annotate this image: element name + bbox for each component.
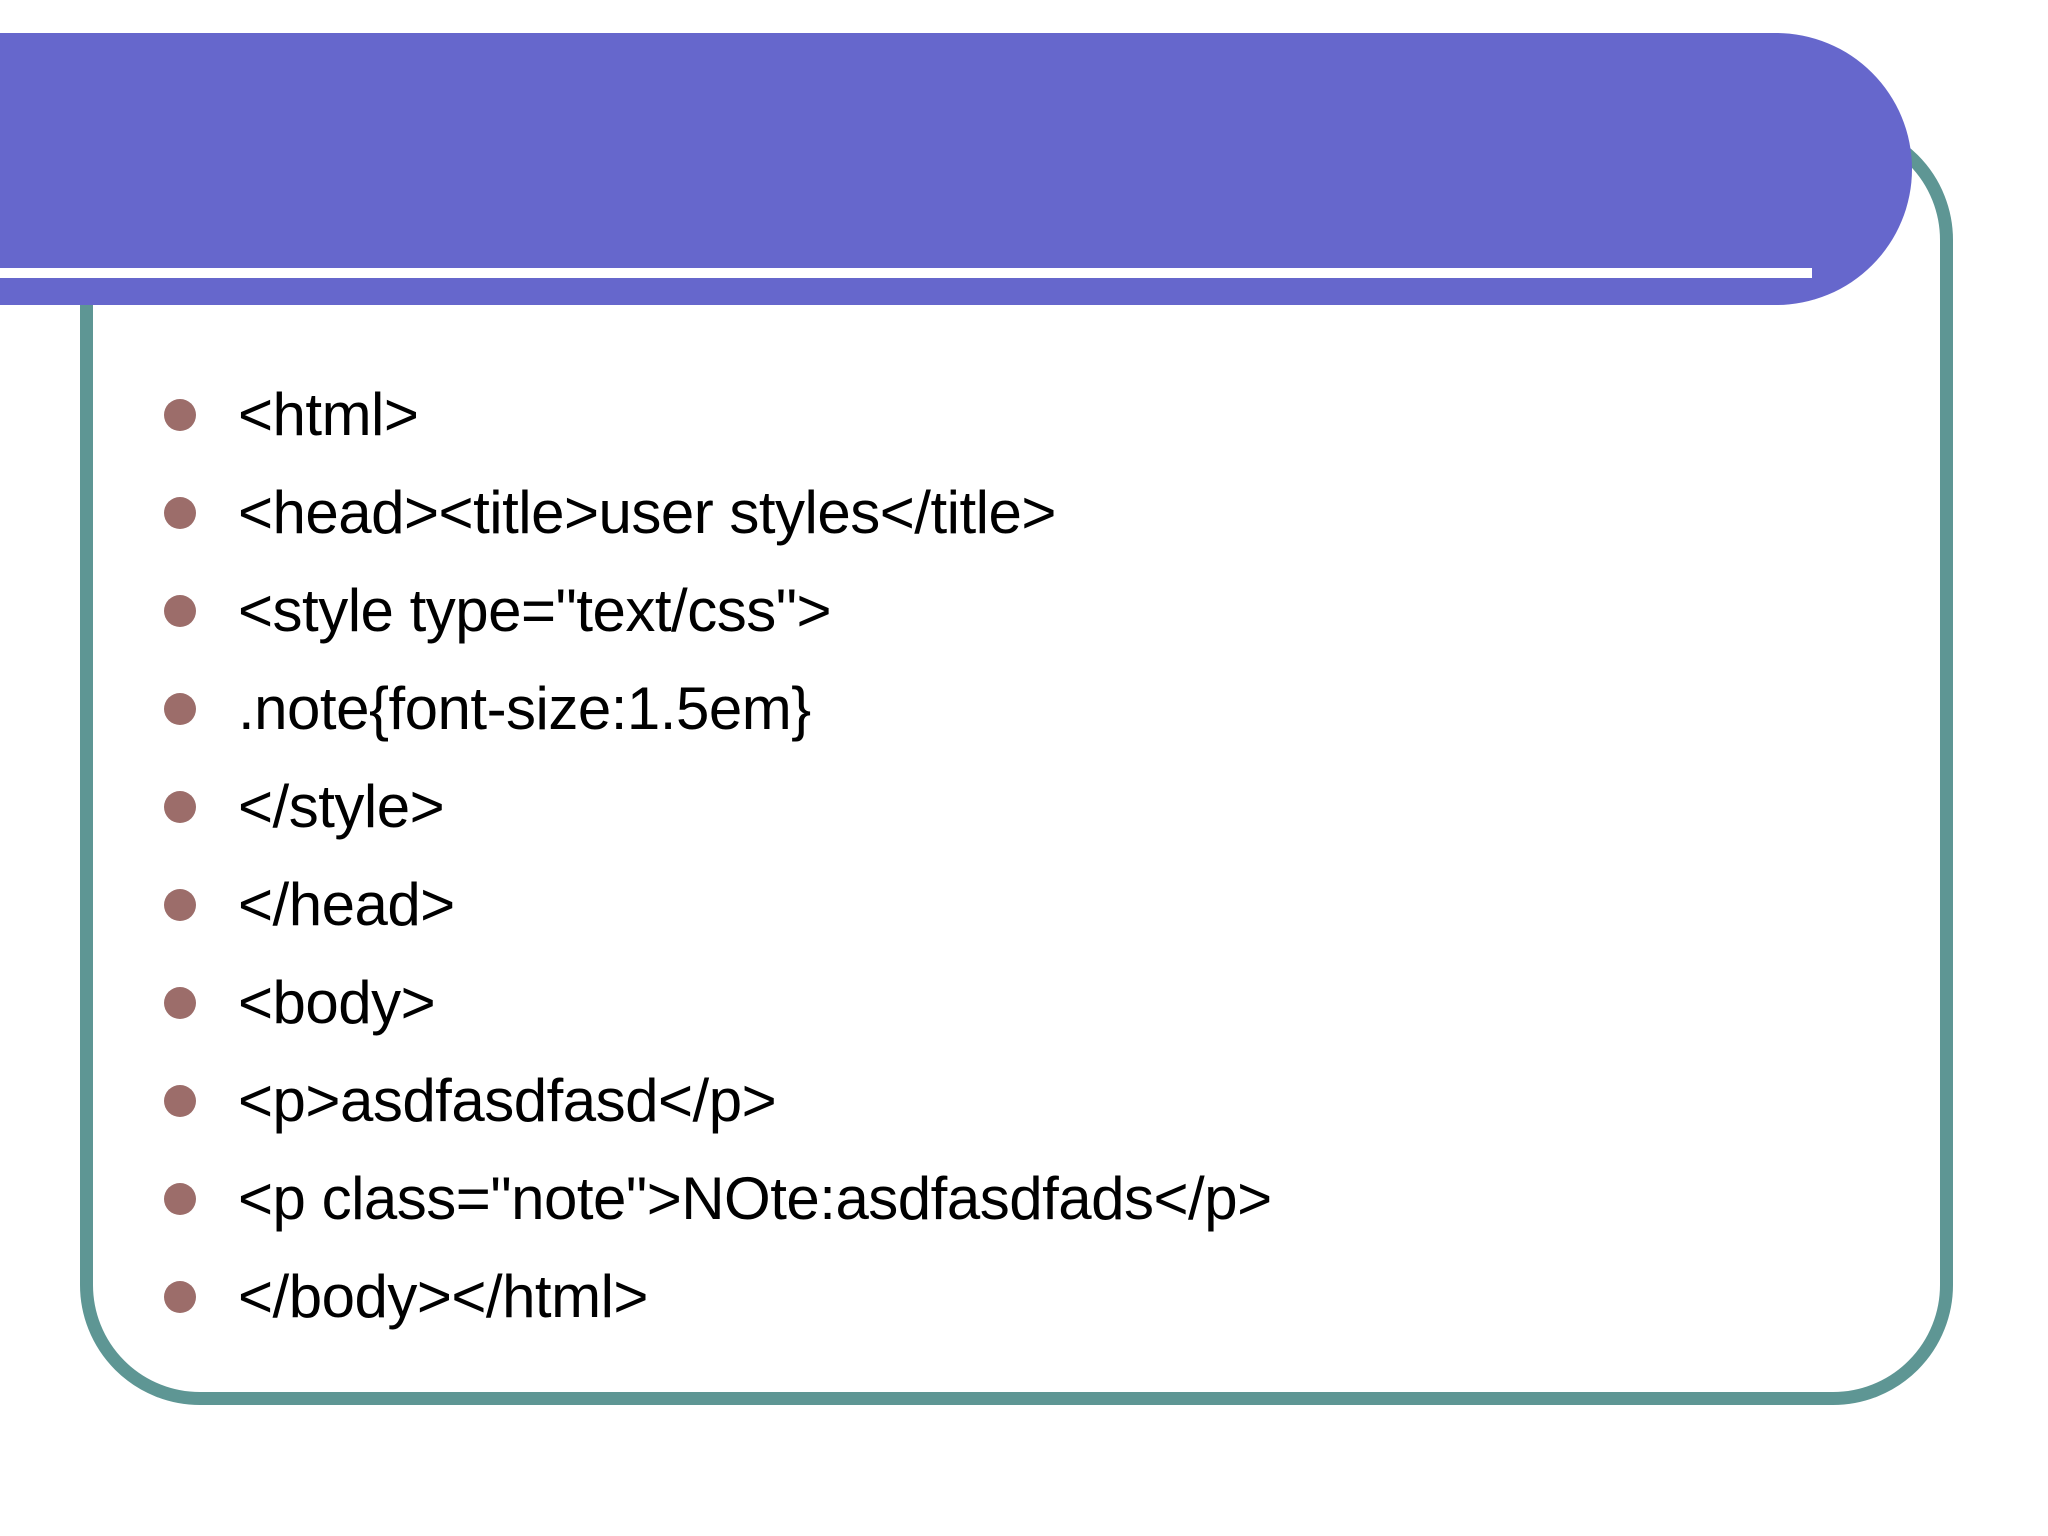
list-item[interactable]: </body></html> [150, 1248, 1910, 1346]
list-item[interactable]: <p class="note">NOte:asdfasdfads</p> [150, 1150, 1910, 1248]
list-item-label: <p>asdfasdfasd</p> [238, 1067, 777, 1134]
bullet-dot-icon [164, 1183, 196, 1215]
list-item[interactable]: .note{font-size:1.5em} [150, 660, 1910, 758]
list-item[interactable]: <html> [150, 366, 1910, 464]
list-item-label: <style type="text/css"> [238, 577, 832, 644]
title-banner-rule [0, 268, 1812, 278]
bullet-dot-icon [164, 889, 196, 921]
list-item[interactable]: <head><title>user styles</title> [150, 464, 1910, 562]
list-item-label: .note{font-size:1.5em} [238, 675, 811, 742]
bullet-dot-icon [164, 987, 196, 1019]
list-item-label: </style> [238, 773, 445, 840]
list-item-label: <body> [238, 969, 436, 1036]
bullet-dot-icon [164, 595, 196, 627]
list-item-label: <p class="note">NOte:asdfasdfads</p> [238, 1165, 1272, 1232]
bullet-dot-icon [164, 791, 196, 823]
bullet-dot-icon [164, 1281, 196, 1313]
list-item[interactable]: <style type="text/css"> [150, 562, 1910, 660]
list-item[interactable]: <body> [150, 954, 1910, 1052]
list-item-label: <head><title>user styles</title> [238, 479, 1056, 546]
bullet-dot-icon [164, 693, 196, 725]
list-item-label: </head> [238, 871, 455, 938]
bullet-list: <html> <head><title>user styles</title> … [150, 366, 1910, 1346]
list-item-label: <html> [238, 381, 419, 448]
bullet-dot-icon [164, 1085, 196, 1117]
bullet-dot-icon [164, 399, 196, 431]
list-item[interactable]: </head> [150, 856, 1910, 954]
list-item-label: </body></html> [238, 1263, 648, 1330]
list-item[interactable]: </style> [150, 758, 1910, 856]
title-banner [0, 33, 1912, 305]
list-item[interactable]: <p>asdfasdfasd</p> [150, 1052, 1910, 1150]
bullet-dot-icon [164, 497, 196, 529]
